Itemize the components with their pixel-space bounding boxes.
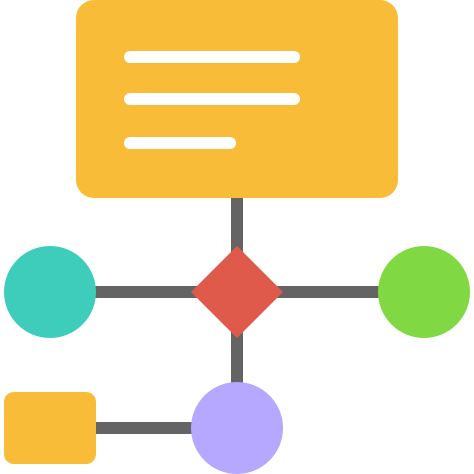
right-circle-node [378, 246, 470, 338]
small-box-node [4, 392, 96, 464]
bottom-circle-node [191, 382, 283, 474]
document-line-3 [124, 137, 236, 149]
decision-diamond-icon [191, 246, 283, 338]
document-card-icon [76, 0, 398, 198]
left-circle-node [4, 246, 96, 338]
document-line-2 [124, 93, 300, 105]
document-line-1 [124, 51, 300, 63]
